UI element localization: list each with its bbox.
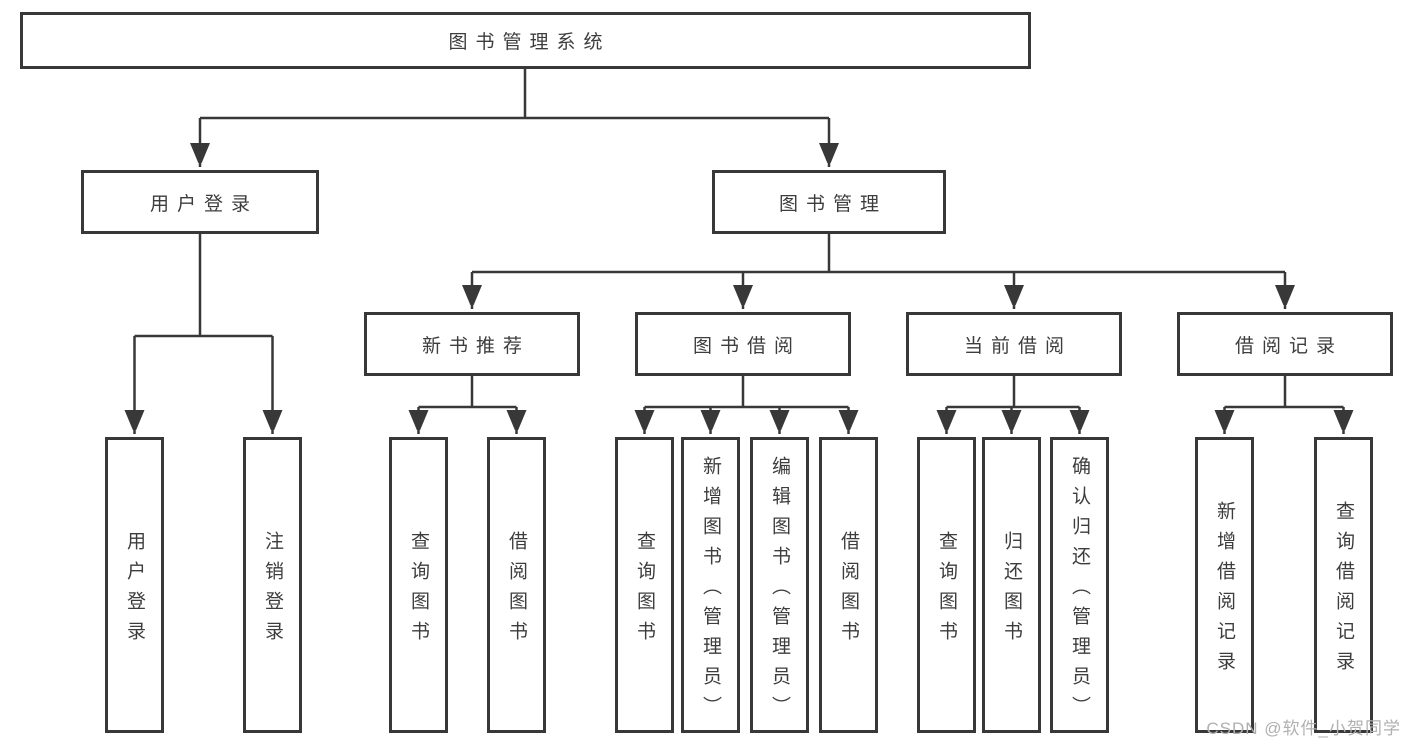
node-current-borrowing-label: 当前借阅	[963, 335, 1072, 357]
leaf-edit-books-admin: 编辑图书（管理员）	[750, 437, 809, 733]
leaf-add-borrow-record: 新增借阅记录	[1195, 437, 1254, 733]
node-book-management-label: 图书管理	[778, 193, 887, 215]
leaf-confirm-return-admin-label: 确认归还（管理员）	[1069, 455, 1090, 726]
csdn-watermark: CSDN @软件_小贺同学	[1206, 719, 1401, 738]
leaf-add-books-admin: 新增图书（管理员）	[681, 437, 740, 733]
leaf-query-books-borrowing: 查询图书	[615, 437, 674, 733]
leaf-user-login: 用户登录	[105, 437, 164, 733]
leaf-edit-books-admin-label: 编辑图书（管理员）	[769, 455, 790, 726]
node-root: 图书管理系统	[20, 12, 1031, 69]
node-book-borrowing-label: 图书借阅	[692, 335, 801, 357]
leaf-logout-label: 注销登录	[262, 530, 283, 651]
leaf-confirm-return-admin: 确认归还（管理员）	[1050, 437, 1109, 733]
node-user-login-label: 用户登录	[149, 193, 258, 215]
node-user-login: 用户登录	[81, 170, 319, 234]
node-book-borrowing: 图书借阅	[635, 312, 851, 376]
leaf-borrow-books-recommend: 借阅图书	[487, 437, 546, 733]
node-root-label: 图书管理系统	[448, 32, 611, 53]
leaf-query-borrow-record-label: 查询借阅记录	[1333, 500, 1354, 681]
node-borrowing-records: 借阅记录	[1177, 312, 1393, 376]
node-book-management: 图书管理	[712, 170, 946, 234]
leaf-return-books: 归还图书	[982, 437, 1041, 733]
leaf-add-borrow-record-label: 新增借阅记录	[1214, 500, 1235, 681]
leaf-logout: 注销登录	[243, 437, 302, 733]
leaf-query-books-borrowing-label: 查询图书	[634, 530, 655, 651]
leaf-borrow-books-borrowing: 借阅图书	[819, 437, 878, 733]
leaf-borrow-books-recommend-label: 借阅图书	[506, 530, 527, 651]
leaf-return-books-label: 归还图书	[1001, 530, 1022, 651]
leaf-query-books-recommend: 查询图书	[389, 437, 448, 733]
node-borrowing-records-label: 借阅记录	[1234, 335, 1343, 357]
leaf-borrow-books-borrowing-label: 借阅图书	[838, 530, 859, 651]
leaf-query-books-recommend-label: 查询图书	[408, 530, 429, 651]
node-new-book-recommendation: 新书推荐	[364, 312, 580, 376]
leaf-query-books-current-label: 查询图书	[936, 530, 957, 651]
leaf-query-books-current: 查询图书	[917, 437, 976, 733]
node-current-borrowing: 当前借阅	[906, 312, 1122, 376]
leaf-add-books-admin-label: 新增图书（管理员）	[700, 455, 721, 726]
leaf-query-borrow-record: 查询借阅记录	[1314, 437, 1373, 733]
node-new-book-recommendation-label: 新书推荐	[421, 335, 530, 357]
leaf-user-login-label: 用户登录	[124, 530, 145, 651]
